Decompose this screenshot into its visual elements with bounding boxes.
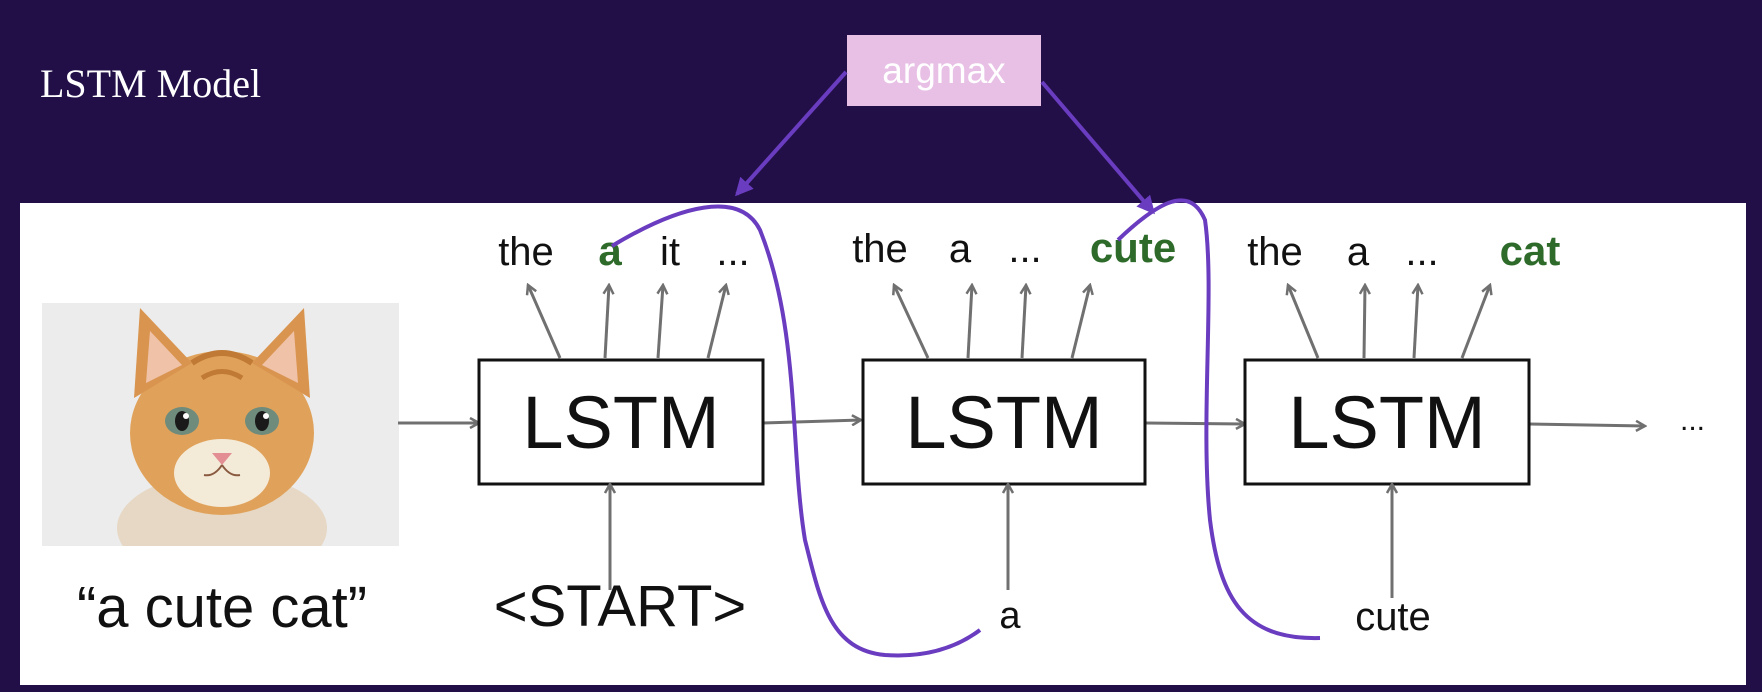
- output-arrow-3-4: [1460, 285, 1490, 359]
- selected-word-2-4: cute: [1090, 224, 1176, 271]
- feedback-curve-cute: [1116, 198, 1321, 641]
- output-word-2-1: the: [852, 227, 908, 271]
- selected-word-3-4: cat: [1500, 227, 1561, 274]
- output-word-1-4: ...: [716, 230, 749, 274]
- output-arrow-1-4: [706, 285, 726, 359]
- slide-title: LSTM Model: [40, 61, 262, 106]
- output-word-1-3: it: [660, 230, 680, 274]
- output-arrow-2-1: [894, 285, 930, 359]
- input-word-2: a: [999, 595, 1021, 637]
- output-arrow-3-2: [1364, 285, 1365, 359]
- arrow-lstm-1-to-lstm-2: [762, 420, 861, 423]
- trailing-ellipsis: ...: [1680, 404, 1705, 437]
- arrow-lstm-3-to-next: [1528, 424, 1645, 426]
- lstm-cell-2-label: LSTM: [905, 381, 1102, 464]
- lstm-cell-2: [861, 358, 1147, 486]
- output-arrow-1-2: [605, 285, 609, 359]
- lstm-cell-1: [477, 358, 765, 486]
- lstm-cell-3: [1243, 358, 1531, 486]
- image-caption: “a cute cat”: [77, 575, 367, 640]
- output-word-2-3: ...: [1008, 227, 1041, 271]
- output-arrow-2-3: [1022, 285, 1026, 359]
- feedback-curve-a: [610, 204, 982, 658]
- output-arrow-2-4: [1070, 285, 1090, 359]
- output-word-3-2: a: [1347, 230, 1370, 274]
- output-arrow-2-2: [968, 285, 972, 359]
- input-word-3: cute: [1355, 595, 1431, 639]
- output-arrow-1-1: [528, 285, 562, 359]
- input-word-1: <START>: [494, 574, 747, 639]
- output-word-2-2: a: [949, 227, 972, 271]
- output-word-1-1: the: [498, 230, 554, 274]
- output-word-3-3: ...: [1405, 230, 1438, 274]
- kitten-image: [42, 303, 399, 546]
- lstm-cell-1-label: LSTM: [522, 381, 719, 464]
- output-word-3-1: the: [1247, 230, 1303, 274]
- selected-word-1-2: a: [598, 227, 622, 274]
- argmax-arrow-left: [735, 70, 848, 197]
- output-arrow-3-1: [1288, 285, 1320, 359]
- argmax-box: argmax: [847, 35, 1041, 106]
- argmax-arrow-right: [1040, 80, 1155, 215]
- output-arrow-1-3: [658, 285, 663, 359]
- arrow-lstm-2-to-lstm-3: [1144, 423, 1245, 424]
- output-arrow-3-3: [1414, 285, 1418, 359]
- lstm-cell-3-label: LSTM: [1288, 381, 1485, 464]
